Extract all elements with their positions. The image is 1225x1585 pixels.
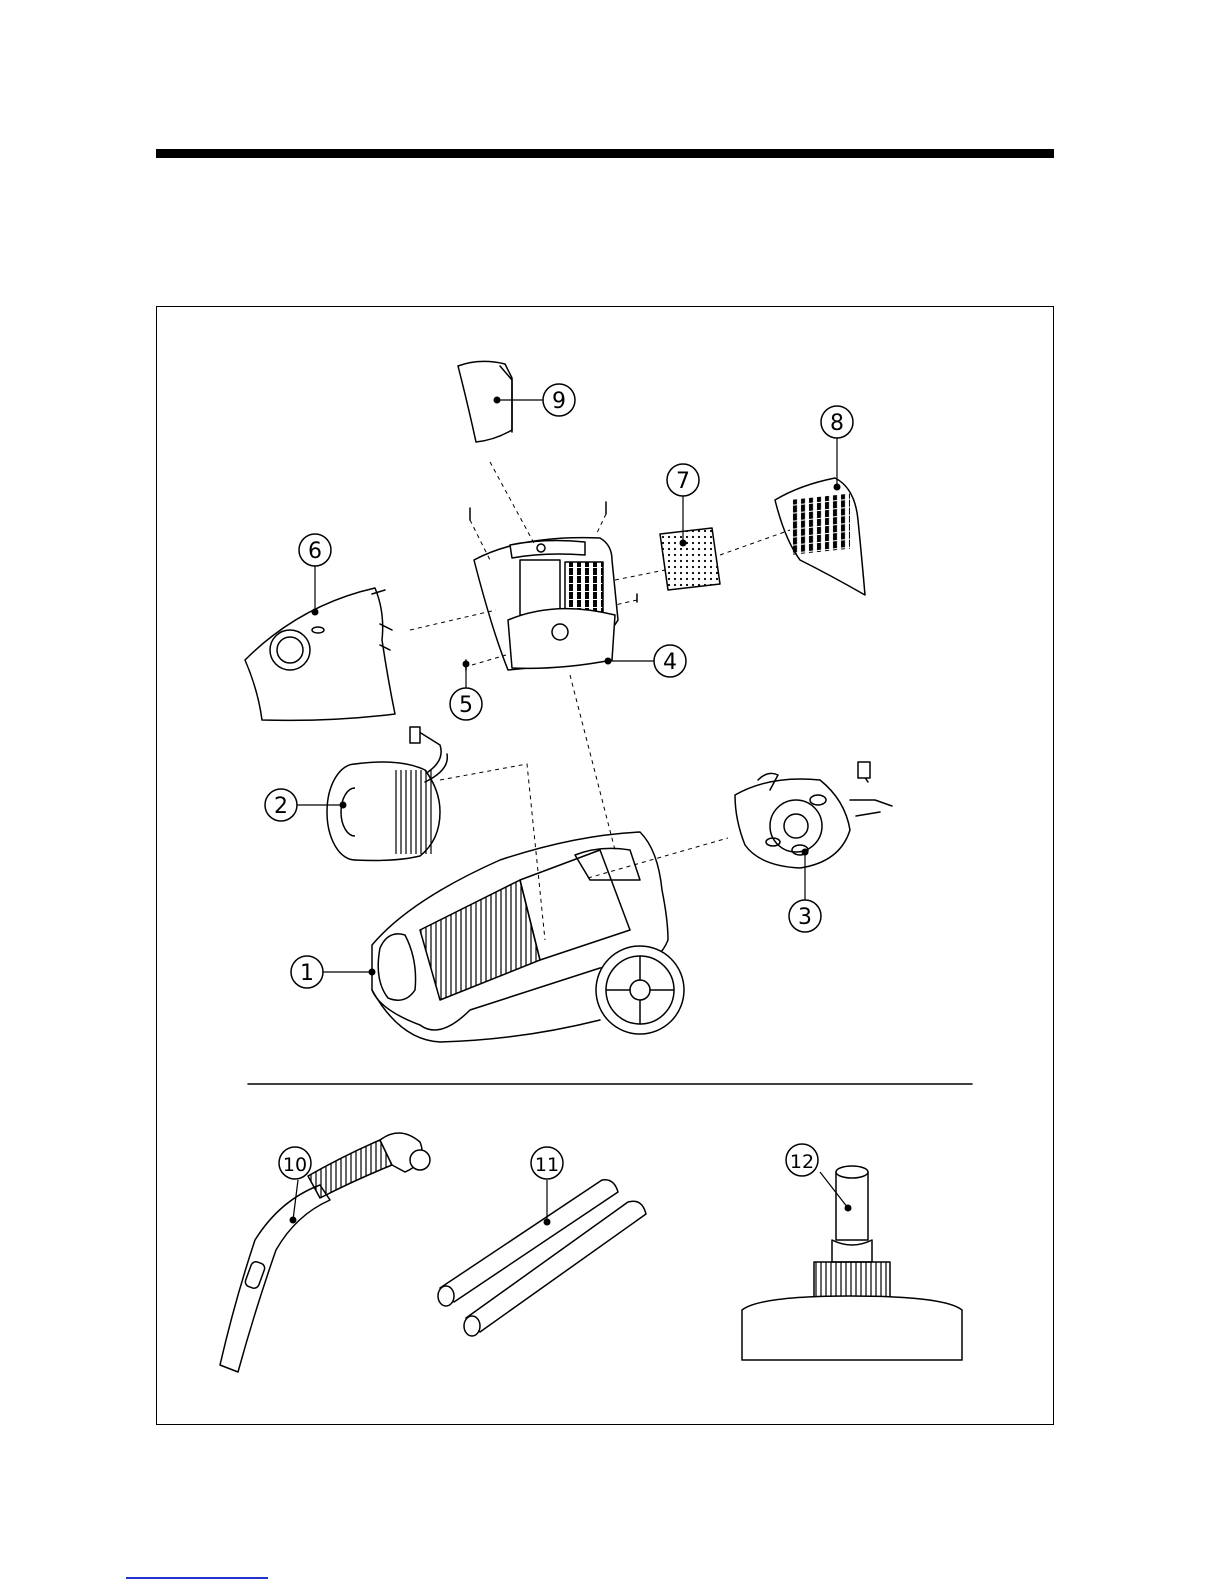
svg-text:6: 6: [308, 539, 322, 564]
callout-5: 5: [450, 688, 482, 720]
part-6-front-cover: [245, 588, 395, 720]
part-9-handle-cover: [458, 361, 512, 442]
part-11-extension-tubes: [438, 1180, 646, 1336]
callout-2: 2: [265, 789, 297, 821]
part-2-motor: [327, 727, 447, 861]
svg-text:8: 8: [830, 411, 844, 436]
part-3-cord-reel: [735, 762, 892, 868]
footer-link-underline[interactable]: [126, 1577, 268, 1579]
svg-text:12: 12: [790, 1151, 814, 1173]
callout-11: 11: [531, 1147, 563, 1179]
callout-8: 8: [821, 406, 853, 438]
callout-12: 12: [786, 1144, 818, 1176]
callout-4: 4: [654, 645, 686, 677]
svg-text:1: 1: [300, 961, 314, 986]
svg-text:11: 11: [535, 1154, 559, 1176]
svg-text:5: 5: [459, 693, 473, 718]
callout-6: 6: [299, 534, 331, 566]
svg-text:3: 3: [798, 905, 812, 930]
callout-10: 10: [279, 1147, 311, 1179]
svg-text:4: 4: [663, 650, 677, 675]
svg-text:2: 2: [274, 794, 288, 819]
part-4-dust-chamber: [474, 538, 618, 670]
svg-text:7: 7: [676, 469, 690, 494]
part-10-hose: [220, 1133, 430, 1372]
part-8-exhaust-grille: [775, 478, 865, 595]
callout-3: 3: [789, 900, 821, 932]
callout-1: 1: [291, 956, 323, 988]
callout-9: 9: [543, 384, 575, 416]
svg-text:9: 9: [552, 389, 566, 414]
part-7-filter: [660, 528, 720, 590]
callout-7: 7: [667, 464, 699, 496]
part-12-floor-nozzle: [742, 1166, 962, 1360]
svg-text:10: 10: [283, 1154, 307, 1176]
